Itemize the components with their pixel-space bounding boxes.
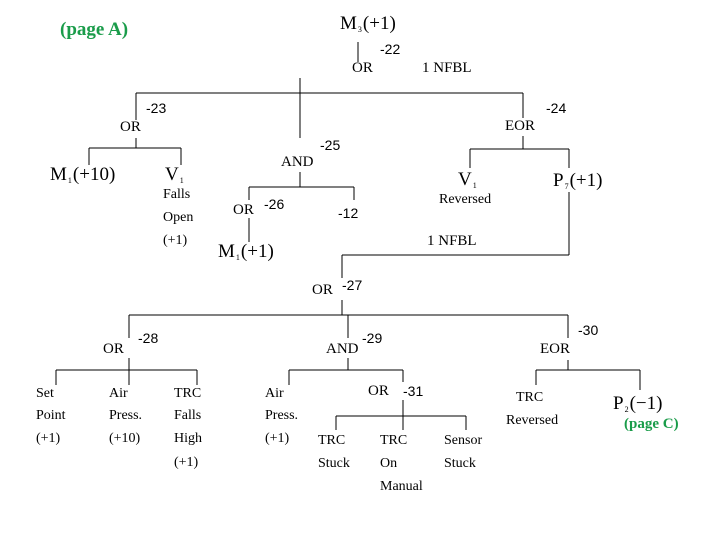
gate-29-id: -29	[362, 330, 383, 346]
gate-27-id: -27	[342, 277, 363, 293]
trc-falls-high-line-1: TRC	[174, 386, 202, 401]
gate-27-type: OR	[312, 282, 333, 298]
gate-30-id: -30	[578, 322, 599, 338]
falls-open-line-2: Open	[163, 210, 194, 225]
top-event-m3: M3(+1)	[340, 13, 396, 34]
trc-stuck-line-1: TRC	[318, 433, 346, 448]
air-press-10-line-2: Press.	[109, 408, 143, 423]
gate-28-type: OR	[103, 341, 124, 357]
event-p7: P7(+1)	[553, 170, 603, 191]
trc-reversed-line-1: TRC	[516, 390, 544, 405]
set-point-line-3: (+1)	[36, 431, 61, 446]
trc-on-manual-line-3: Manual	[380, 479, 423, 494]
gate-31-id: -31	[403, 383, 424, 399]
air-press-1-line-2: Press.	[265, 408, 299, 423]
event-p2: P2(−1)	[613, 393, 663, 414]
gate-28-id: -28	[138, 330, 159, 346]
gate-23-type: OR	[120, 119, 141, 135]
set-point-line-1: Set	[36, 386, 54, 401]
gate-26-id: -26	[264, 196, 285, 212]
event-v1-left: V1	[165, 164, 184, 185]
trc-stuck-line-2: Stuck	[318, 456, 350, 471]
falls-open-line-3: (+1)	[163, 233, 188, 248]
gate-22-type: OR	[352, 60, 373, 76]
gate-22-id: -22	[380, 41, 401, 57]
air-press-10-line-1: Air	[109, 386, 128, 401]
gate-24-id: -24	[546, 100, 567, 116]
gate-23-id: -23	[146, 100, 167, 116]
trc-falls-high-line-3: High	[174, 431, 202, 446]
gate-26-type: OR	[233, 202, 254, 218]
event-m1-plus1: M1(+1)	[218, 241, 274, 262]
event-v1-right: V1	[458, 169, 477, 190]
trc-falls-high-line-2: Falls	[174, 408, 202, 423]
page-a-label: (page A)	[60, 19, 129, 40]
nfbl-note-mid: 1 NFBL	[427, 233, 477, 249]
falls-open-line-1: Falls	[163, 187, 191, 202]
gate-30-type: EOR	[540, 341, 570, 357]
gate-31-type: OR	[368, 383, 389, 399]
gate-25-id: -25	[320, 137, 341, 153]
trc-on-manual-line-2: On	[380, 456, 398, 471]
air-press-1-line-3: (+1)	[265, 431, 290, 446]
page-c-label: (page C)	[624, 416, 679, 432]
trc-on-manual-line-1: TRC	[380, 433, 408, 448]
gate-29-type: AND	[326, 341, 359, 357]
trc-reversed-line-2: Reversed	[506, 413, 559, 428]
gate-12-id: -12	[338, 205, 359, 221]
air-press-1-line-1: Air	[265, 386, 284, 401]
sensor-stuck-line-1: Sensor	[444, 433, 483, 448]
event-m1-plus10: M1(+10)	[50, 164, 116, 185]
gate-24-type: EOR	[505, 118, 535, 134]
reversed-label-upper: Reversed	[439, 192, 492, 207]
sensor-stuck-line-2: Stuck	[444, 456, 476, 471]
trc-falls-high-line-4: (+1)	[174, 455, 199, 470]
gate-25-type: AND	[281, 154, 314, 170]
set-point-line-2: Point	[36, 408, 66, 423]
nfbl-note-top: 1 NFBL	[422, 60, 472, 76]
air-press-10-line-3: (+10)	[109, 431, 141, 446]
